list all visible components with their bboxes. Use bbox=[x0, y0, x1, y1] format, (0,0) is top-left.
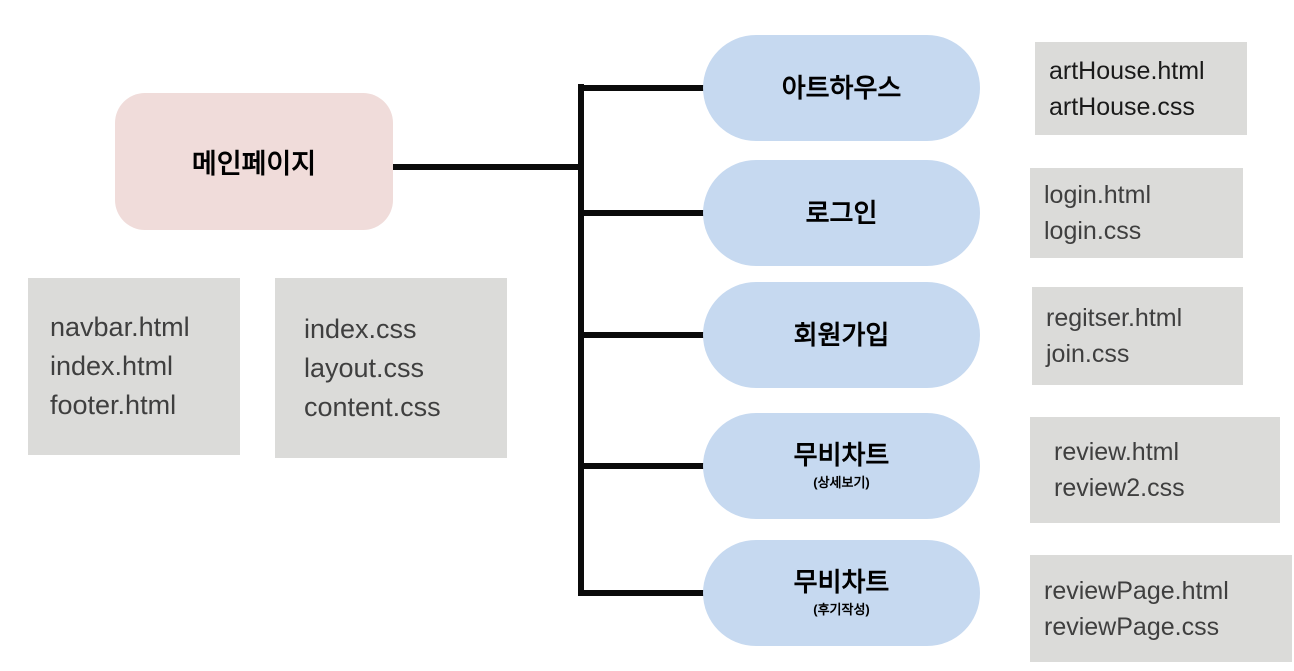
page-node-label: 회원가입 bbox=[793, 319, 890, 350]
connector-trunk bbox=[578, 84, 584, 596]
file-box-root-css: index.css layout.css content.css bbox=[275, 278, 507, 458]
page-node-moviechart-detail: 무비차트 (상세보기) bbox=[703, 413, 980, 519]
connector-branch-register bbox=[578, 332, 705, 338]
file-name: login.css bbox=[1044, 217, 1142, 245]
file-box-root-html: navbar.html index.html footer.html bbox=[28, 278, 240, 455]
file-box-moviechart-detail: review.html review2.css bbox=[1030, 417, 1280, 523]
connector-root-to-trunk bbox=[393, 164, 584, 170]
file-name: reviewPage.css bbox=[1044, 612, 1220, 641]
root-node-label: 메인페이지 bbox=[191, 149, 317, 179]
file-name: login.html bbox=[1044, 181, 1151, 209]
file-name: footer.html bbox=[50, 390, 177, 420]
connector-branch-moviechart-detail bbox=[578, 463, 705, 469]
file-name: index.html bbox=[50, 351, 174, 381]
connector-branch-moviechart-review bbox=[578, 590, 705, 596]
page-node-login: 로그인 bbox=[703, 160, 980, 266]
file-name: join.css bbox=[1046, 340, 1130, 368]
page-node-register: 회원가입 bbox=[703, 282, 980, 388]
file-name: layout.css bbox=[304, 352, 425, 383]
file-box-register: regitser.html join.css bbox=[1032, 287, 1243, 385]
file-box-login: login.html login.css bbox=[1030, 168, 1243, 258]
file-name: regitser.html bbox=[1046, 304, 1183, 332]
root-node-mainpage: 메인페이지 bbox=[115, 93, 393, 230]
file-name: review2.css bbox=[1054, 474, 1185, 502]
file-box-arthouse: artHouse.html artHouse.css bbox=[1035, 42, 1247, 135]
page-node-arthouse: 아트하우스 bbox=[703, 35, 980, 141]
page-node-label: 아트하우스 bbox=[781, 72, 902, 103]
file-name: index.css bbox=[304, 313, 417, 344]
file-name: navbar.html bbox=[50, 312, 190, 342]
file-name: content.css bbox=[304, 391, 441, 422]
file-name: artHouse.html bbox=[1049, 56, 1205, 85]
file-name: artHouse.css bbox=[1049, 92, 1195, 121]
page-node-label: 로그인 bbox=[805, 197, 878, 228]
file-name: review.html bbox=[1054, 438, 1180, 466]
connector-branch-login bbox=[578, 210, 705, 216]
page-node-moviechart-review: 무비차트 (후기작성) bbox=[703, 540, 980, 646]
connector-branch-arthouse bbox=[578, 85, 705, 91]
file-box-moviechart-review: reviewPage.html reviewPage.css bbox=[1030, 555, 1292, 662]
file-name: reviewPage.html bbox=[1044, 576, 1229, 605]
page-node-sublabel: (후기작성) bbox=[813, 602, 870, 618]
page-node-sublabel: (상세보기) bbox=[813, 475, 870, 491]
page-node-label: 무비차트 bbox=[793, 566, 890, 597]
page-node-label: 무비차트 bbox=[793, 439, 890, 470]
